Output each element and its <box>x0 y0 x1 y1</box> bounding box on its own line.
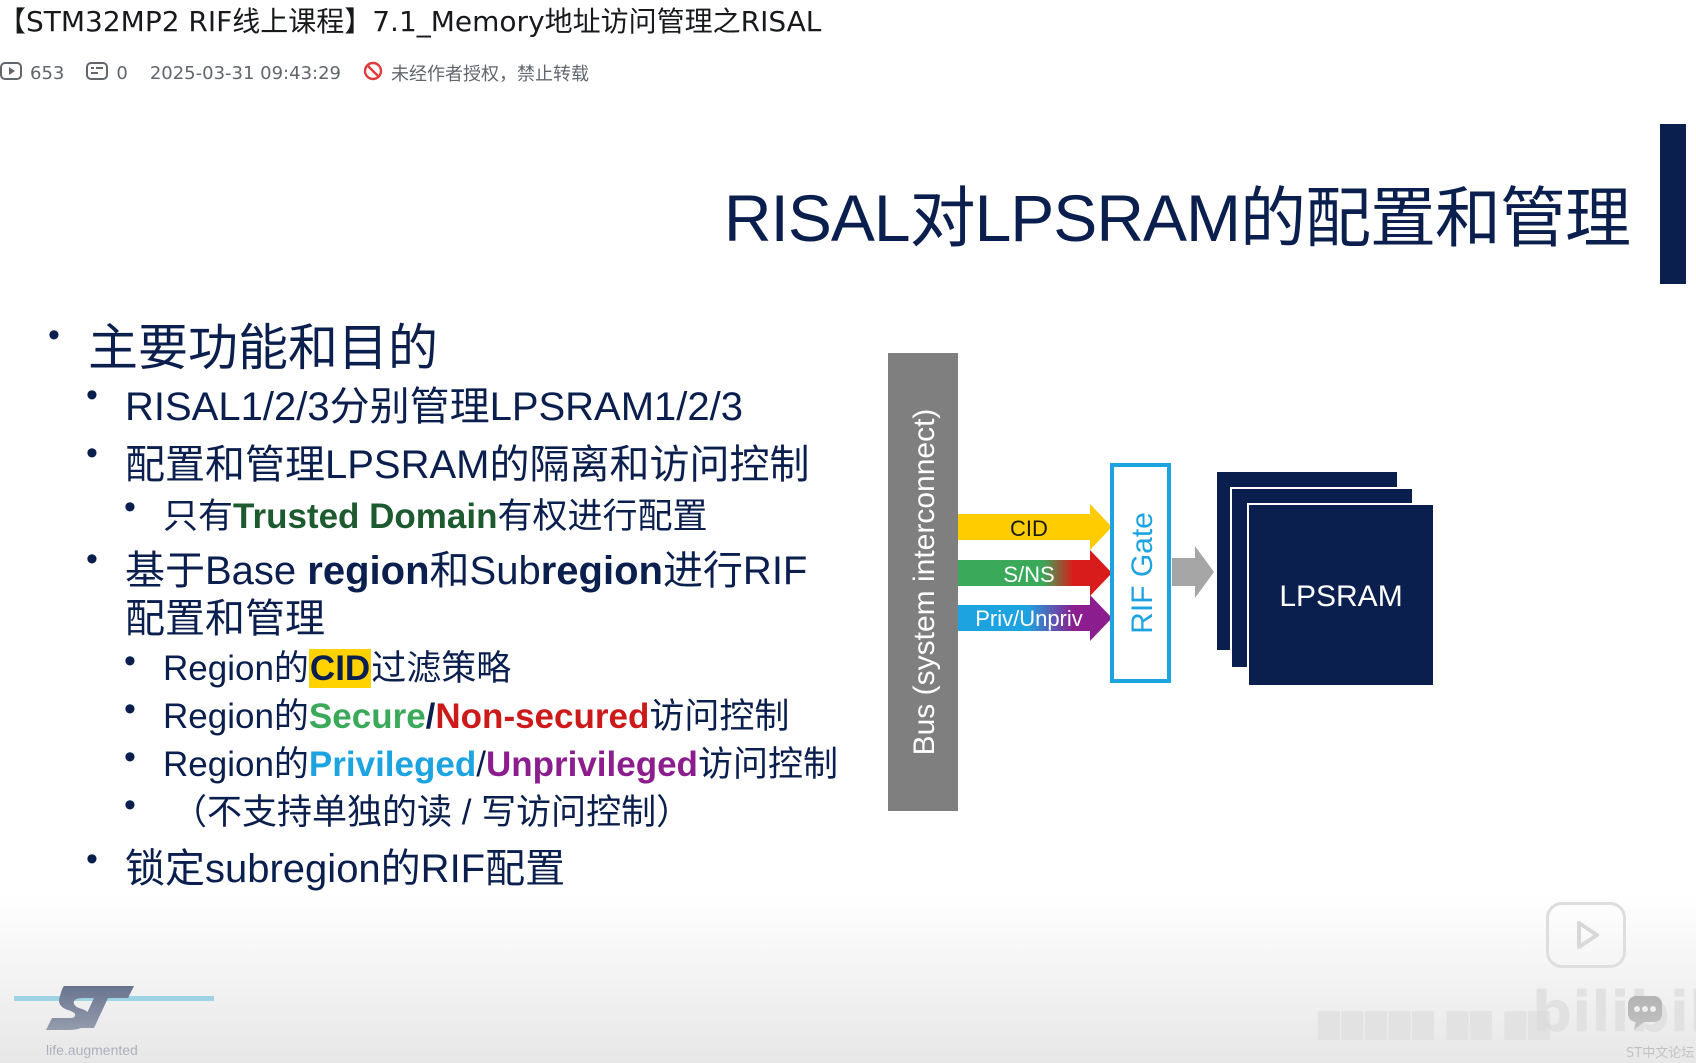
view-count: 653 <box>0 61 64 86</box>
st-tagline: life.augmented <box>46 1042 138 1058</box>
play-button[interactable] <box>1546 902 1626 968</box>
sns-arrow-label: S/NS <box>1003 562 1054 587</box>
bilibili-watermark: bilibili <box>1532 980 1696 1045</box>
video-title: 【STM32MP2 RIF线上课程】7.1_Memory地址访问管理之RISAL <box>0 5 822 38</box>
gate-output-arrow <box>1172 546 1214 598</box>
publish-time: 2025-03-31 09:43:29 <box>149 62 341 84</box>
blurred-overlay-text: ▇▇▇▇▇ ▇▇ ▇▇ <box>1318 1007 1552 1040</box>
priv-arrow-label: Priv/Unpriv <box>975 606 1083 631</box>
play-count-icon <box>0 61 30 86</box>
rif-gate-label: RIF Gate <box>1126 512 1159 634</box>
st-logo <box>44 984 136 1042</box>
forbidden-icon <box>363 61 391 86</box>
play-icon <box>1577 921 1599 949</box>
comment-count: 0 <box>86 61 128 86</box>
lpsram-label: LPSRAM <box>1279 580 1402 613</box>
forum-tag: ST中文论坛 <box>1626 1046 1695 1061</box>
danmaku-chat-icon[interactable] <box>1626 992 1666 1036</box>
bus-label: Bus (system interconnect) <box>908 409 941 756</box>
cid-arrow-label: CID <box>1010 516 1048 541</box>
danmaku-icon <box>86 61 116 86</box>
copyright-notice: 未经作者授权，禁止转载 <box>363 60 589 86</box>
video-player[interactable]: RISAL对LPSRAM的配置和管理 • 主要功能和目的 • RISAL1/2/… <box>0 122 1696 1063</box>
video-meta: 653 0 2025-03-31 09:43:29 未经作者授权，禁止转载 <box>0 58 611 88</box>
risal-diagram: Bus (system interconnect) CID S/NS Priv/… <box>888 353 1435 811</box>
video-header: 【STM32MP2 RIF线上课程】7.1_Memory地址访问管理之RISAL… <box>0 0 1696 118</box>
